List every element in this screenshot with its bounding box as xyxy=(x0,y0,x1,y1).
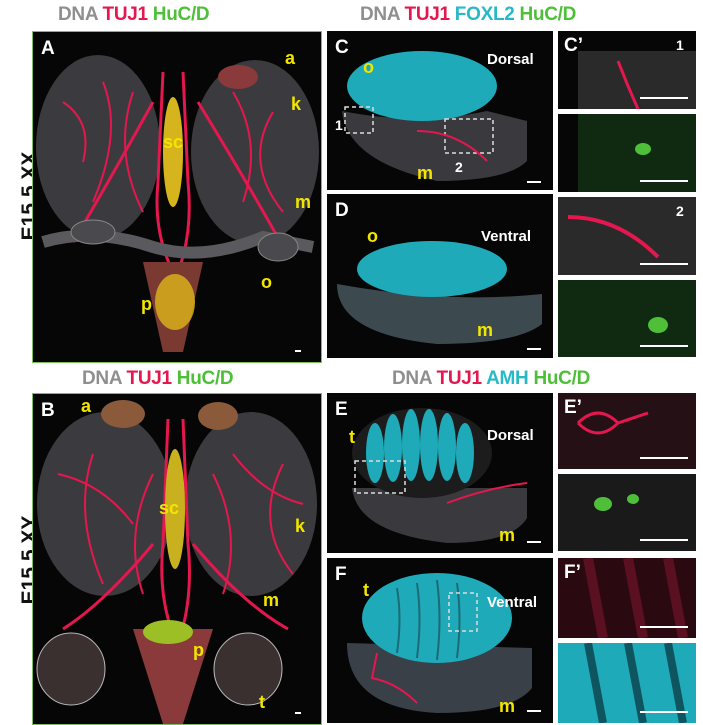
panel-a-image xyxy=(36,55,319,352)
panel-e-prime-label: E’ xyxy=(564,397,582,418)
box-number: 2 xyxy=(455,159,463,175)
annot-t: t xyxy=(259,692,265,712)
panel-c-image xyxy=(342,51,527,181)
annot-o: o xyxy=(261,272,272,292)
panel-a-label: A xyxy=(41,38,55,59)
annot-m: m xyxy=(417,163,434,183)
panel-f: F t Ventral m xyxy=(327,558,553,723)
scale-bar xyxy=(640,180,688,182)
legend-huc: HuC/D xyxy=(176,368,234,389)
inset-f-tuj1 xyxy=(558,558,696,638)
legend-huc: HuC/D xyxy=(519,4,577,25)
orientation-label: Dorsal xyxy=(487,51,534,68)
legend-tuj1: TUJ1 xyxy=(404,4,451,25)
inset-number: 2 xyxy=(676,203,684,219)
legend-dna: DNA xyxy=(392,368,432,389)
inset-c2-huc xyxy=(558,280,696,357)
annot-k: k xyxy=(295,516,306,536)
inset-f-amh xyxy=(558,643,696,723)
annot-sc: sc xyxy=(159,498,180,518)
panel-c-prime: C’ 1 2 xyxy=(558,31,696,357)
orientation-label: Ventral xyxy=(487,594,538,611)
panel-c: C o Dorsal 1 2 m xyxy=(327,31,553,190)
annot-m: m xyxy=(499,525,516,545)
annot-k: k xyxy=(291,94,302,114)
legend-tuj1: TUJ1 xyxy=(102,4,149,25)
panel-b: B a sc k m p t xyxy=(32,393,322,725)
scale-bar xyxy=(527,541,541,543)
panel-c-prime-label: C’ xyxy=(564,35,583,56)
panel-b-label: B xyxy=(41,400,55,421)
scale-bar xyxy=(640,457,688,459)
annot-a: a xyxy=(285,48,296,68)
panel-d-label: D xyxy=(335,200,349,221)
legend-b: DNA TUJ1 HuC/D xyxy=(82,368,234,390)
scale-bar xyxy=(295,350,301,352)
panel-c-label: C xyxy=(335,37,349,58)
legend-dna: DNA xyxy=(360,4,400,25)
panel-f-image xyxy=(347,573,532,713)
inset-c2-tuj1 xyxy=(558,197,696,275)
panel-e-label: E xyxy=(335,399,348,420)
annot-p: p xyxy=(193,640,204,660)
inset-c1-tuj1 xyxy=(558,31,696,109)
annot-o: o xyxy=(363,57,374,77)
panel-f-prime: F’ xyxy=(558,558,696,723)
panel-b-image xyxy=(36,400,317,724)
inset-e-huc xyxy=(558,474,696,551)
legend-huc: HuC/D xyxy=(533,368,591,389)
inset-e-tuj1 xyxy=(558,393,696,469)
scale-bar xyxy=(295,712,301,714)
legend-huc: HuC/D xyxy=(152,4,210,25)
legend-dna: DNA xyxy=(58,4,98,25)
legend-dna: DNA xyxy=(82,368,122,389)
annot-m: m xyxy=(295,192,312,212)
annot-m: m xyxy=(263,590,280,610)
legend-foxl2: FOXL2 xyxy=(454,4,515,25)
scale-bar xyxy=(640,539,688,541)
panel-f-label: F xyxy=(335,564,347,585)
legend-tuj1: TUJ1 xyxy=(126,368,173,389)
scale-bar xyxy=(527,710,541,712)
panel-e-image xyxy=(352,408,528,543)
annot-sc: sc xyxy=(163,132,184,152)
legend-ab: DNA TUJ1 HuC/D xyxy=(58,4,210,26)
legend-amh: AMH xyxy=(486,368,529,389)
annot-m: m xyxy=(499,696,516,716)
scale-bar xyxy=(640,263,688,265)
scale-bar xyxy=(527,348,541,350)
legend-cd: DNA TUJ1 FOXL2 HuC/D xyxy=(360,4,576,26)
panel-d: D o Ventral m xyxy=(327,194,553,358)
scale-bar xyxy=(640,345,688,347)
legend-ef: DNA TUJ1 AMH HuC/D xyxy=(392,368,590,390)
annot-o: o xyxy=(367,226,378,246)
scale-bar xyxy=(640,97,688,99)
annot-t: t xyxy=(363,580,369,600)
panel-d-image xyxy=(337,241,542,344)
scale-bar xyxy=(640,711,688,713)
annot-t: t xyxy=(349,427,355,447)
panel-f-prime-label: F’ xyxy=(564,562,581,583)
panel-e: E t Dorsal m xyxy=(327,393,553,553)
scale-bar xyxy=(640,626,688,628)
inset-number: 1 xyxy=(676,37,684,53)
box-number: 1 xyxy=(335,117,343,133)
inset-c1-huc xyxy=(558,114,696,192)
annot-p: p xyxy=(141,294,152,314)
annot-a: a xyxy=(81,396,92,416)
legend-tuj1: TUJ1 xyxy=(436,368,483,389)
scale-bar xyxy=(527,181,541,183)
annot-m: m xyxy=(477,320,494,340)
panel-e-prime: E’ xyxy=(558,393,696,551)
orientation-label: Dorsal xyxy=(487,427,534,444)
orientation-label: Ventral xyxy=(481,228,532,245)
panel-a: A a k sc m o p xyxy=(32,31,322,363)
